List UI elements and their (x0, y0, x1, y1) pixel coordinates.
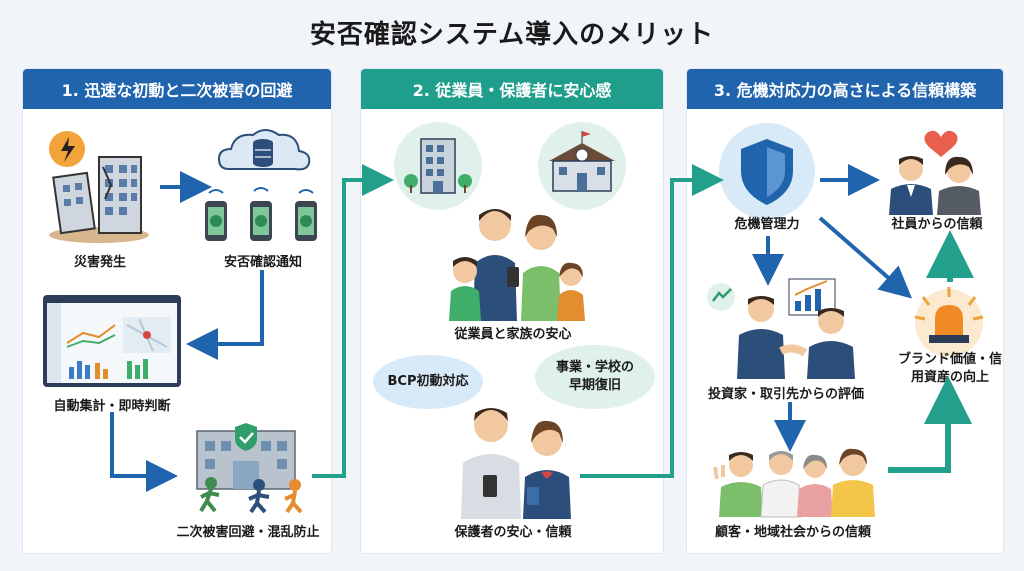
shield-icon (717, 121, 817, 221)
label-crisis-mgmt: 危機管理力 (734, 217, 800, 232)
bubble-recovery-text: 事業・学校の早期復旧 (555, 360, 634, 393)
cloud-notification-icon (199, 121, 329, 251)
page-title: 安否確認システム導入のメリット (309, 20, 715, 50)
employees-heart-icon (883, 125, 993, 215)
dashboard-icon (43, 295, 181, 387)
dashboard-svg (43, 295, 181, 387)
label-auto-aggregate: 自動集計・即時判断 (53, 399, 171, 414)
panel-reassurance: 2. 従業員・保護者に安心感 (360, 68, 664, 554)
label-investor-eval: 投資家・取引先からの評価 (707, 387, 864, 402)
disaster-buildings-icon (37, 127, 157, 247)
employees-svg (889, 130, 981, 215)
office-building-icon (393, 121, 483, 211)
label-secondary-prevent: 二次被害回避・混乱防止 (176, 525, 320, 540)
building-svg (196, 423, 303, 514)
parent-child-icon (443, 399, 593, 519)
label-employee-trust: 社員からの信頼 (891, 217, 983, 232)
label-brand-value: ブランド価値・信用資産の向上 (897, 351, 1003, 387)
bubble-bcp: BCP初動対応 (373, 355, 483, 409)
shield-svg (719, 123, 815, 219)
panel-header: 2. 従業員・保護者に安心感 (361, 69, 663, 109)
label-community-trust: 顧客・地域社会からの信頼 (714, 525, 871, 540)
school-svg (538, 122, 626, 210)
family-svg (449, 209, 585, 321)
building-shield-icon (179, 413, 313, 514)
label-disaster: 災害発生 (73, 255, 126, 270)
label-guardian-trust: 保護者の安心・信頼 (454, 525, 572, 540)
panel-header: 3. 危機対応力の高さによる信頼構築 (687, 69, 1003, 109)
school-icon (537, 121, 627, 211)
alarm-light-icon (909, 283, 989, 357)
phones (205, 201, 317, 241)
label-brand-value-text: ブランド価値・信用資産の向上 (897, 352, 1002, 386)
disaster-svg (49, 131, 149, 243)
panel-header: 1. 迅速な初動と二次被害の回避 (23, 69, 331, 109)
evacuating-people (199, 477, 303, 514)
handshake-svg (707, 278, 855, 379)
community-svg (713, 448, 875, 518)
family-icon (437, 201, 597, 321)
panel-rapid-response: 1. 迅速な初動と二次被害の回避 災害発生 (22, 68, 332, 554)
alarm-svg (914, 287, 984, 357)
parent-svg (461, 408, 571, 519)
label-safety-notice: 安否確認通知 (223, 255, 302, 270)
cloud-phones-svg (205, 129, 317, 241)
office-svg (394, 122, 482, 210)
community-icon (711, 439, 881, 518)
panel-trust-building: 3. 危機対応力の高さによる信頼構築 危機管理力 社員からの信頼 (686, 68, 1004, 554)
label-family-reassurance: 従業員と家族の安心 (454, 327, 572, 342)
handshake-icon (701, 269, 871, 379)
